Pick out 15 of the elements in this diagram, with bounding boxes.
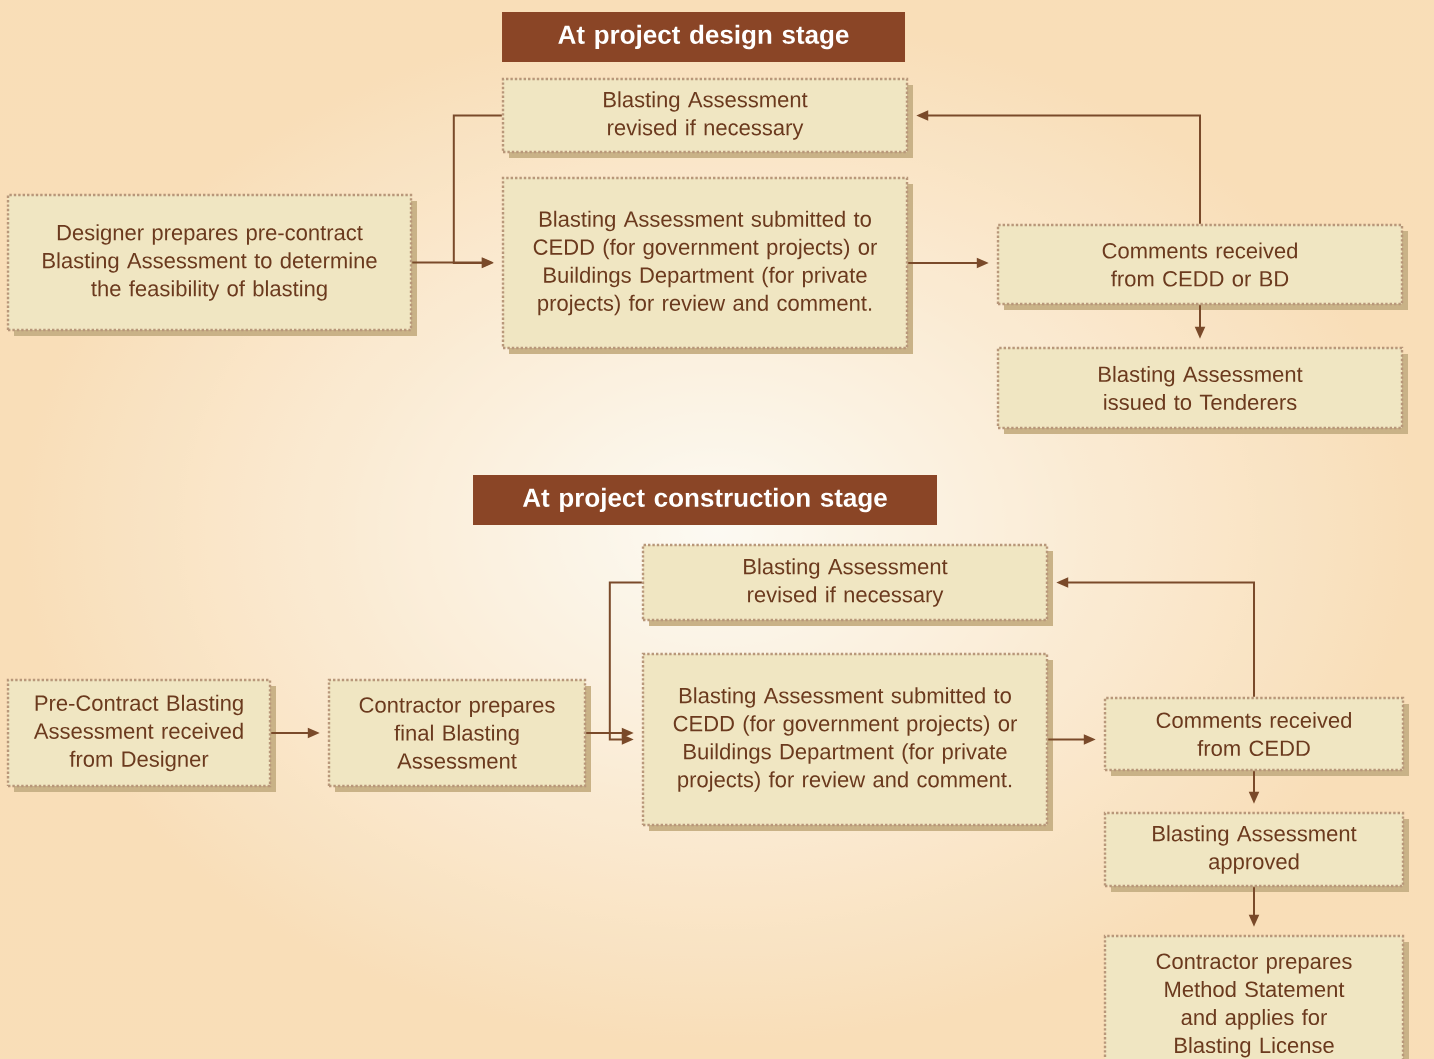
process-box: Blasting Assessment submitted to CEDD (for government projects) or Buildings Department (for private projects) for review and comment. (641, 652, 1053, 831)
process-box: Comments received from CEDD (1103, 696, 1409, 776)
stage-banner: At project construction stage (473, 475, 937, 525)
process-box: Comments received from CEDD or BD (996, 223, 1408, 310)
process-box: Pre-Contract Blasting Assessment received from Designer (6, 678, 276, 792)
process-box: Blasting Assessment approved (1103, 811, 1409, 892)
stage-banner: At project design stage (502, 12, 905, 62)
process-box: Blasting Assessment revised if necessary (501, 77, 913, 158)
process-box: Contractor prepares Method Statement and applies for Blasting License (1103, 934, 1409, 1059)
process-box: Blasting Assessment revised if necessary (641, 543, 1053, 626)
process-box: Blasting Assessment issued to Tenderers (996, 346, 1408, 434)
process-box: Contractor prepares final Blasting Assessment (327, 678, 591, 792)
arrow (608, 581, 643, 745)
process-box: Designer prepares pre-contract Blasting Assessment to determine the feasibility of blasting (6, 193, 417, 336)
process-box: Blasting Assessment submitted to CEDD (for government projects) or Buildings Department (for private projects) for review and comment. (501, 176, 913, 354)
